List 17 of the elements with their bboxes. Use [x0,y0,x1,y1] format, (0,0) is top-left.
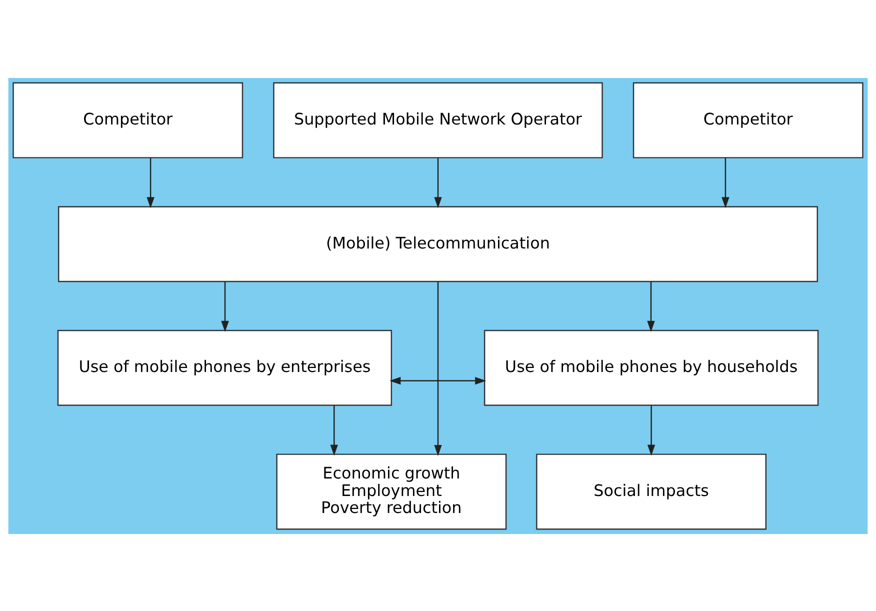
node-box: Economic growth Employment Poverty reduction [276,453,507,530]
arrow [221,281,229,332]
node-box: Competitor [632,82,864,158]
arrow [146,157,154,208]
arrow [390,376,486,384]
node-box: Competitor [12,82,244,158]
arrow [647,404,656,456]
node-box: Use of mobile phones by enterprises [57,329,392,406]
arrow [647,281,655,332]
arrow [434,157,442,208]
node-box: (Mobile) Telecommunication [58,206,818,282]
arrow [434,281,442,456]
arrow [330,404,338,456]
node-box: Supported Mobile Network Operator [273,82,603,158]
node-box: Use of mobile phones by households [484,329,819,406]
arrow [722,157,730,208]
node-box: Social impacts [536,453,767,530]
